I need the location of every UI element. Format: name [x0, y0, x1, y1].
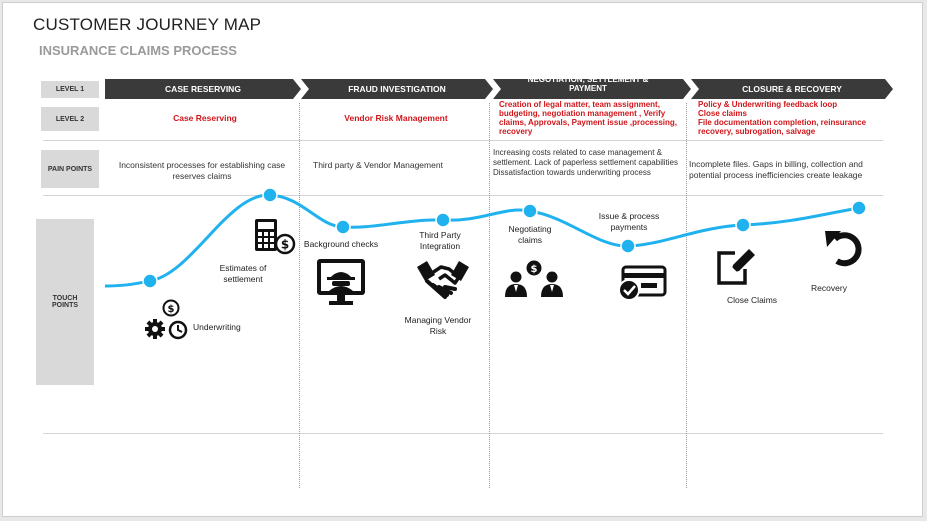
level2-closure-line: Policy & Underwriting feedback loop	[698, 100, 838, 109]
separator-line	[43, 195, 883, 196]
negotiation-people-icon: $	[505, 260, 563, 297]
phase-chevrons	[105, 79, 893, 99]
touchpoint-negotiating: Negotiating claims	[508, 224, 552, 245]
touchpoint-estimates: Estimates of settlement	[219, 263, 267, 284]
credit-card-check-icon	[618, 265, 667, 301]
phase-label: NEGOTIATION, SETTLEMENT & PAYMENT	[527, 75, 649, 93]
touchpoint-issue-payments: Issue & process payments	[598, 211, 660, 232]
svg-text:$: $	[281, 238, 289, 252]
svg-text:$: $	[531, 264, 538, 275]
touchpoint-recovery: Recovery	[811, 283, 847, 293]
pain-point-negotiation: Increasing costs related to case managem…	[493, 148, 683, 178]
touchpoint-managing-vendor: Managing Vendor Risk	[404, 315, 472, 336]
phase-divider	[299, 103, 300, 488]
page-subtitle: INSURANCE CLAIMS PROCESS	[39, 43, 237, 58]
chevron-closure	[691, 79, 893, 99]
svg-text:$: $	[168, 304, 175, 315]
phase-label: CASE RESERVING	[165, 83, 241, 94]
separator-line	[43, 433, 883, 434]
journey-curve	[104, 187, 867, 289]
row-label-level2: LEVEL 2	[41, 107, 99, 131]
level2-closure-line: Close claims	[698, 109, 747, 118]
pain-point-line: Dissatisfaction towards underwriting pro…	[493, 168, 651, 177]
row-label-touch-points: TOUCH POINTS	[36, 219, 94, 385]
level2-closure: Policy & Underwriting feedback loop Clos…	[698, 100, 886, 136]
chevron-fraud-investigation	[301, 79, 493, 99]
phase-divider	[686, 103, 687, 488]
edit-document-icon	[717, 249, 755, 285]
level2-closure-line: File documentation completion, reinsuran…	[698, 118, 867, 136]
journey-point	[735, 217, 751, 233]
pain-point-line: Increasing costs related to case managem…	[493, 148, 678, 167]
phase-label: CLOSURE & RECOVERY	[742, 83, 842, 94]
level2-negotiation: Creation of legal matter, team assignmen…	[499, 100, 677, 136]
chevron-negotiation	[493, 79, 691, 99]
journey-point	[522, 203, 538, 219]
chevron-case-reserving	[105, 79, 301, 99]
level2-fraud: Vendor Risk Management	[344, 113, 448, 123]
calculator-dollar-icon: $	[255, 219, 296, 255]
row-label-level1: LEVEL 1	[41, 81, 99, 98]
touchpoint-background-checks: Background checks	[303, 239, 379, 249]
hacker-monitor-icon	[317, 259, 365, 305]
phase-label: FRAUD INVESTIGATION	[348, 83, 446, 94]
separator-line	[43, 140, 883, 141]
handshake-icon	[417, 261, 469, 299]
touchpoint-underwriting: Underwriting	[193, 322, 241, 332]
phase-divider	[489, 103, 490, 488]
journey-point	[851, 200, 867, 216]
pain-point-fraud: Third party & Vendor Management	[313, 160, 443, 170]
dollar-gears-clock-icon: $	[145, 299, 188, 340]
page-title: CUSTOMER JOURNEY MAP	[33, 15, 262, 34]
journey-point	[435, 212, 451, 228]
journey-point	[335, 219, 351, 235]
touchpoint-third-party: Third Party Integration	[419, 230, 461, 251]
touchpoint-close-claims: Close Claims	[726, 295, 778, 305]
pain-point-case: Inconsistent processes for establishing …	[118, 160, 286, 181]
undo-arrow-icon	[825, 231, 862, 267]
level2-case-reserving: Case Reserving	[173, 113, 237, 123]
pain-point-closure: Incomplete files. Gaps in billing, colle…	[689, 159, 863, 180]
journey-point	[262, 187, 278, 203]
row-label-pain-points: PAIN POINTS	[41, 150, 99, 188]
journey-point	[142, 273, 158, 289]
journey-point	[620, 238, 636, 254]
